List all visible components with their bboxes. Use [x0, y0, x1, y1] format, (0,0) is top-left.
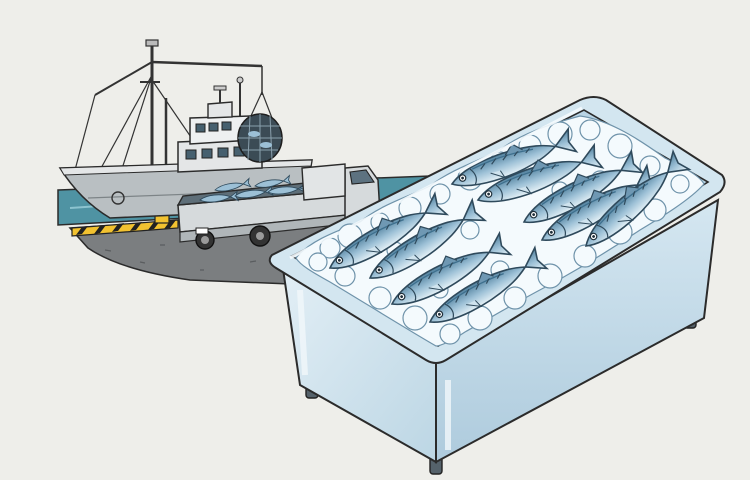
ice-container: [268, 96, 726, 475]
delivery-truck: [176, 163, 381, 250]
safety-stripe-curb: [71, 212, 179, 237]
crane-net-with-fish: [237, 91, 283, 163]
